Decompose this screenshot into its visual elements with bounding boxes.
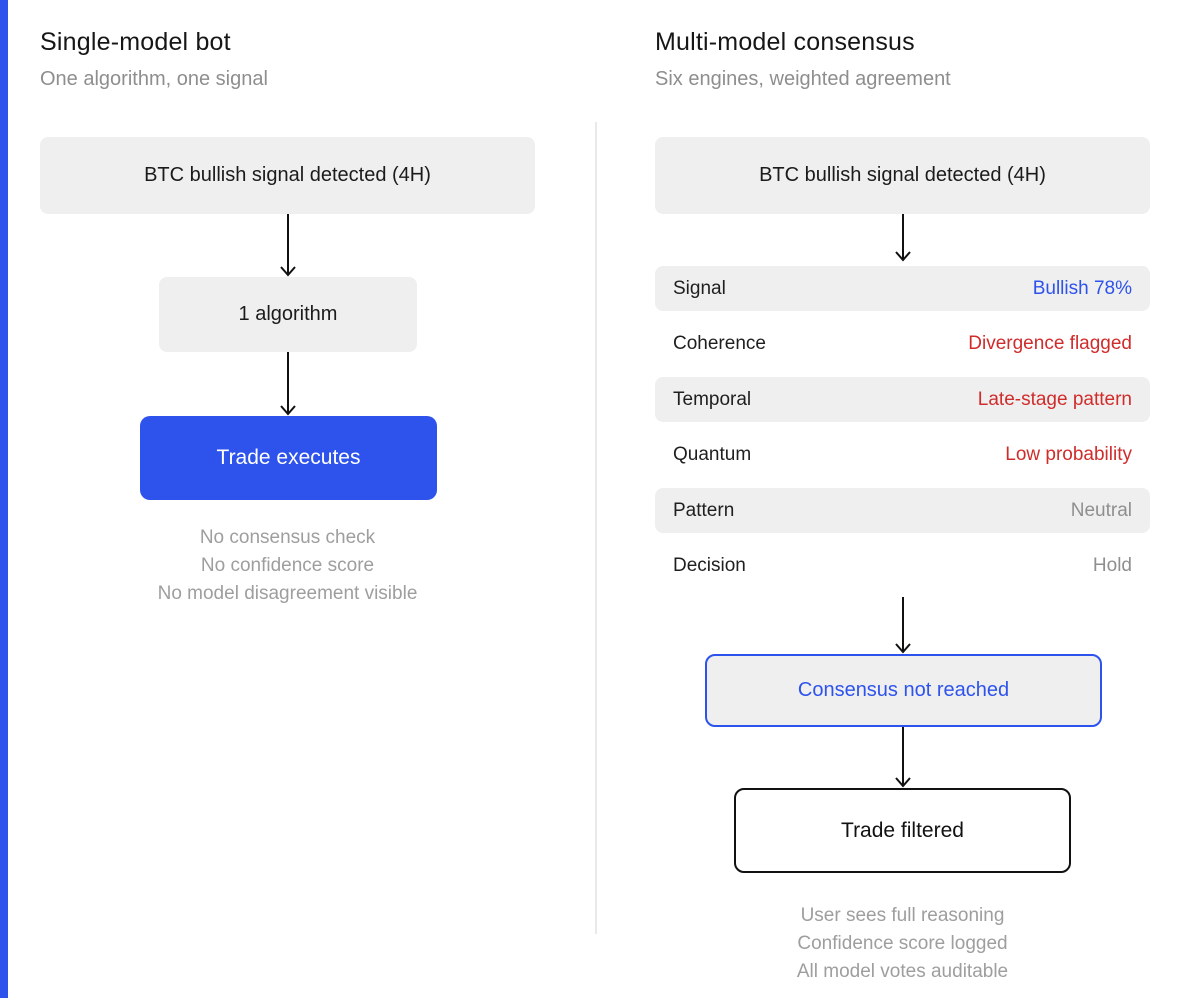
left-signal-box: BTC bullish signal detected (4H) xyxy=(40,137,535,214)
row-value: Late-stage pattern xyxy=(977,388,1132,410)
left-panel-subtitle: One algorithm, one signal xyxy=(40,68,268,90)
row-value: Neutral xyxy=(1070,499,1132,521)
row-label: Decision xyxy=(673,555,746,576)
row-label: Quantum xyxy=(673,444,752,465)
right-signal-box: BTC bullish signal detected (4H) xyxy=(655,137,1150,214)
consensus-row-decision: Decision Hold xyxy=(655,544,1150,589)
left-panel-notes: No consensus check No confidence score N… xyxy=(40,524,535,608)
row-value: Low probability xyxy=(1005,444,1132,465)
note-line: Confidence score logged xyxy=(797,933,1008,954)
right-panel-title: Multi-model consensus xyxy=(655,28,915,56)
left-outcome-box: Trade executes xyxy=(140,416,437,500)
row-value: Hold xyxy=(1092,555,1132,576)
arrow-down-icon xyxy=(895,727,911,788)
right-outcome-box: Trade filtered xyxy=(734,788,1071,873)
right-consensus-box: Consensus not reached xyxy=(705,654,1102,727)
consensus-rows: Signal Bullish 78% Coherence Divergence … xyxy=(655,266,1150,589)
row-label: Temporal xyxy=(673,388,752,410)
note-line: All model votes auditable xyxy=(796,961,1009,982)
right-panel-subtitle: Six engines, weighted agreement xyxy=(655,68,951,90)
right-signal-label: BTC bullish signal detected (4H) xyxy=(759,164,1046,186)
arrow-down-icon xyxy=(895,214,911,262)
arrow-down-icon xyxy=(280,214,296,277)
row-value: Bullish 78% xyxy=(1032,277,1132,299)
arrow-down-icon xyxy=(895,597,911,654)
row-label: Coherence xyxy=(673,333,766,354)
left-accent-bar xyxy=(0,0,8,998)
right-outcome-label: Trade filtered xyxy=(841,818,964,842)
consensus-row-temporal: Temporal Late-stage pattern xyxy=(655,377,1150,422)
consensus-row-coherence: Coherence Divergence flagged xyxy=(655,322,1150,367)
left-algorithm-label: 1 algorithm xyxy=(238,303,338,325)
note-line: No model disagreement visible xyxy=(157,583,418,604)
note-line: User sees full reasoning xyxy=(800,905,1005,926)
row-label: Pattern xyxy=(673,499,735,521)
column-divider xyxy=(595,122,597,934)
note-line: No consensus check xyxy=(199,527,376,548)
left-signal-label: BTC bullish signal detected (4H) xyxy=(144,164,431,186)
right-consensus-label: Consensus not reached xyxy=(797,679,1010,701)
left-panel-title: Single-model bot xyxy=(40,28,231,56)
left-algorithm-box: 1 algorithm xyxy=(159,277,417,352)
row-value: Divergence flagged xyxy=(968,333,1132,354)
row-label: Signal xyxy=(673,277,726,299)
consensus-row-quantum: Quantum Low probability xyxy=(655,433,1150,478)
arrow-down-icon xyxy=(280,352,296,416)
note-line: No confidence score xyxy=(200,555,375,576)
consensus-row-signal: Signal Bullish 78% xyxy=(655,266,1150,311)
right-panel-notes: User sees full reasoning Confidence scor… xyxy=(655,902,1150,986)
left-outcome-label: Trade executes xyxy=(216,446,361,469)
consensus-row-pattern: Pattern Neutral xyxy=(655,488,1150,533)
